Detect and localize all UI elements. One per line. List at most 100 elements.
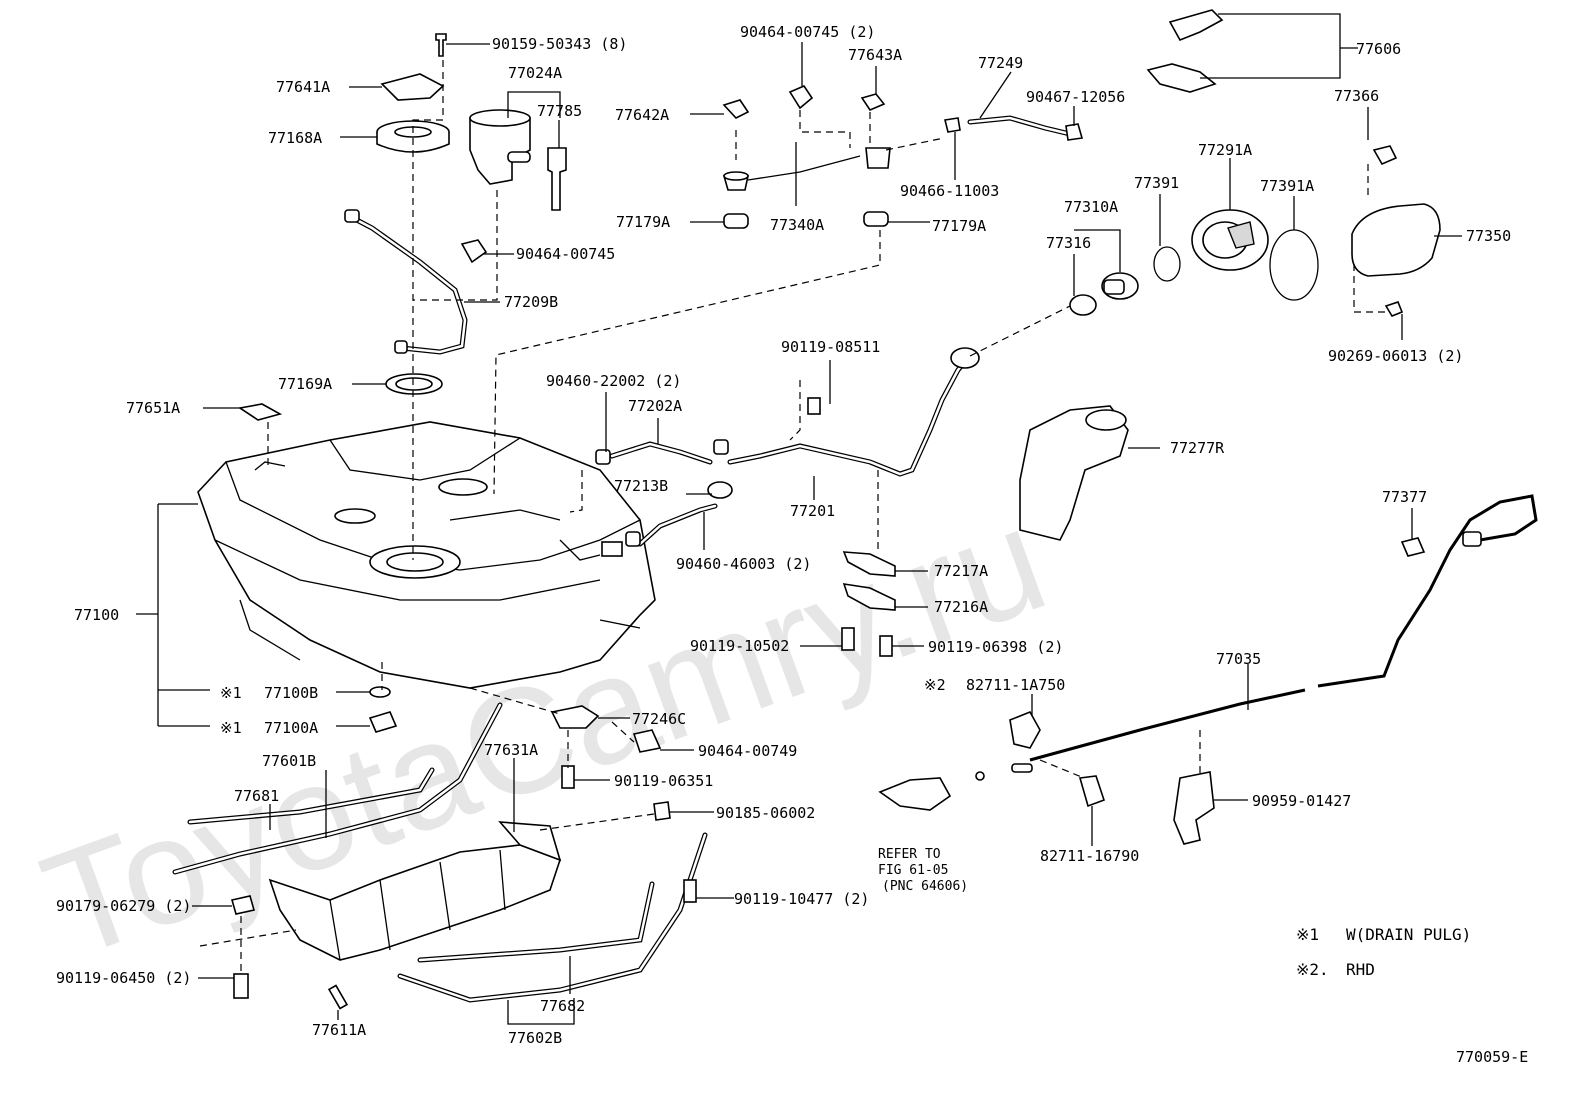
label-90119-06398: 90119-06398 (2) — [928, 638, 1063, 656]
hoses — [595, 439, 733, 547]
o-ring-77391 — [1153, 246, 1181, 282]
label-77179A-left: 77179A — [616, 213, 670, 231]
label-90464-00749: 90464-00749 — [698, 742, 797, 760]
label-77100A: 77100A — [264, 719, 318, 737]
label-77643A: 77643A — [848, 46, 902, 64]
reference-note-line-2: FIG 61-05 — [878, 863, 948, 878]
mark-1-b: ※1 — [220, 684, 242, 702]
note-2-text: RHD — [1346, 960, 1375, 979]
pad — [237, 403, 283, 421]
leader-lines — [136, 13, 1462, 1025]
label-77277R: 77277R — [1170, 439, 1225, 457]
label-77168A: 77168A — [268, 129, 322, 147]
part-labels: 90159-50343 (8) 77641A 77024A 77785 7716… — [56, 23, 1511, 1047]
label-90119-06351: 90119-06351 — [614, 772, 713, 790]
drain-plug — [368, 711, 398, 733]
bolt-90119-06450 — [233, 973, 249, 999]
spacer-77611A — [327, 984, 349, 1010]
note-1-text: W(DRAIN PULG) — [1346, 925, 1471, 944]
label-77246C: 77246C — [632, 710, 686, 728]
label-77213B: 77213B — [614, 477, 668, 495]
vent-assembly — [722, 85, 1084, 229]
mark-1-a: ※1 — [220, 719, 242, 737]
label-90460-22002: 90460-22002 (2) — [546, 372, 681, 390]
note-1-mark: ※1 — [1296, 925, 1319, 944]
diagram-code: 770059-E — [1456, 1048, 1528, 1066]
label-77316: 77316 — [1046, 234, 1091, 252]
label-77216A: 77216A — [934, 598, 988, 616]
label-77606: 77606 — [1356, 40, 1401, 58]
label-90119-10502: 90119-10502 — [690, 637, 789, 655]
label-77209B: 77209B — [504, 293, 558, 311]
bracket-77217A — [842, 551, 896, 577]
bolt-90119-08511 — [807, 397, 821, 415]
tank-bands — [172, 702, 708, 1003]
label-77631A: 77631A — [484, 741, 538, 759]
label-77611A: 77611A — [312, 1021, 366, 1039]
label-77391A: 77391A — [1260, 177, 1314, 195]
bracket-77216A — [842, 583, 896, 611]
mark-2: ※2 — [924, 676, 946, 694]
label-77100: 77100 — [74, 606, 119, 624]
fuel-tank — [197, 421, 656, 689]
label-77024A: 77024A — [508, 64, 562, 82]
label-90466-11003: 90466-11003 — [900, 182, 999, 200]
label-82711-1A750: 82711-1A750 — [966, 676, 1065, 694]
tank-protector — [268, 821, 562, 961]
notes-legend: ※1 W(DRAIN PULG) ※2. RHD — [1296, 925, 1471, 979]
reference-note-line-1: REFER TO — [878, 847, 941, 862]
label-90460-46003: 90460-46003 (2) — [676, 555, 811, 573]
clip-90464-00749 — [632, 729, 662, 753]
label-90179-06279: 90179-06279 (2) — [56, 897, 191, 915]
label-90119-10477: 90119-10477 (2) — [734, 890, 869, 908]
label-77602B: 77602B — [508, 1029, 562, 1047]
label-77100B: 77100B — [264, 684, 318, 702]
label-90119-06450: 90119-06450 (2) — [56, 969, 191, 987]
bolt-90119-06351 — [561, 765, 575, 789]
label-77391: 77391 — [1134, 174, 1179, 192]
label-77681: 77681 — [234, 787, 279, 805]
label-90464-00745: 90464-00745 — [516, 245, 615, 263]
label-90159-50343: 90159-50343 (8) — [492, 35, 627, 53]
assembly-lines — [199, 60, 1386, 972]
label-77642A: 77642A — [615, 106, 669, 124]
label-77217A: 77217A — [934, 562, 988, 580]
label-77202A: 77202A — [628, 397, 682, 415]
label-77340A: 77340A — [770, 216, 824, 234]
bracket-77246C — [550, 705, 600, 729]
label-77169A: 77169A — [278, 375, 332, 393]
label-77201: 77201 — [790, 502, 835, 520]
note-2-mark: ※2. — [1296, 960, 1329, 979]
label-77179A-right: 77179A — [932, 217, 986, 235]
reference-note-line-3: (PNC 64606) — [882, 879, 968, 894]
label-90119-08511: 90119-08511 — [781, 338, 880, 356]
label-77651A: 77651A — [126, 399, 180, 417]
fuel-opener-cable — [878, 494, 1538, 845]
label-77035: 77035 — [1216, 650, 1261, 668]
fuel-pump-assembly — [376, 33, 567, 211]
filler-assembly — [727, 9, 1441, 541]
o-ring-77391A — [1269, 229, 1319, 301]
clip-90179-06279 — [230, 895, 256, 915]
fuel-tube — [344, 209, 468, 355]
label-77785: 77785 — [537, 102, 582, 120]
label-77377: 77377 — [1382, 488, 1427, 506]
bolt-90119-10477 — [683, 879, 697, 903]
bolt-90119-06398 — [879, 635, 893, 657]
label-90269-06013: 90269-06013 (2) — [1328, 347, 1463, 365]
bolt-90119-10502 — [841, 627, 855, 651]
label-90467-12056: 90467-12056 — [1026, 88, 1125, 106]
label-90959-01427: 90959-01427 — [1252, 792, 1351, 810]
label-90464-00745-top: 90464-00745 (2) — [740, 23, 875, 41]
clip-90185-06002 — [653, 801, 671, 821]
fuel-door — [1351, 203, 1441, 277]
label-82711-16790: 82711-16790 — [1040, 847, 1139, 865]
label-77310A: 77310A — [1064, 198, 1118, 216]
label-90185-06002: 90185-06002 — [716, 804, 815, 822]
label-77291A: 77291A — [1198, 141, 1252, 159]
label-77682: 77682 — [540, 997, 585, 1015]
label-77249: 77249 — [978, 54, 1023, 72]
label-77350: 77350 — [1466, 227, 1511, 245]
label-77641A: 77641A — [276, 78, 330, 96]
